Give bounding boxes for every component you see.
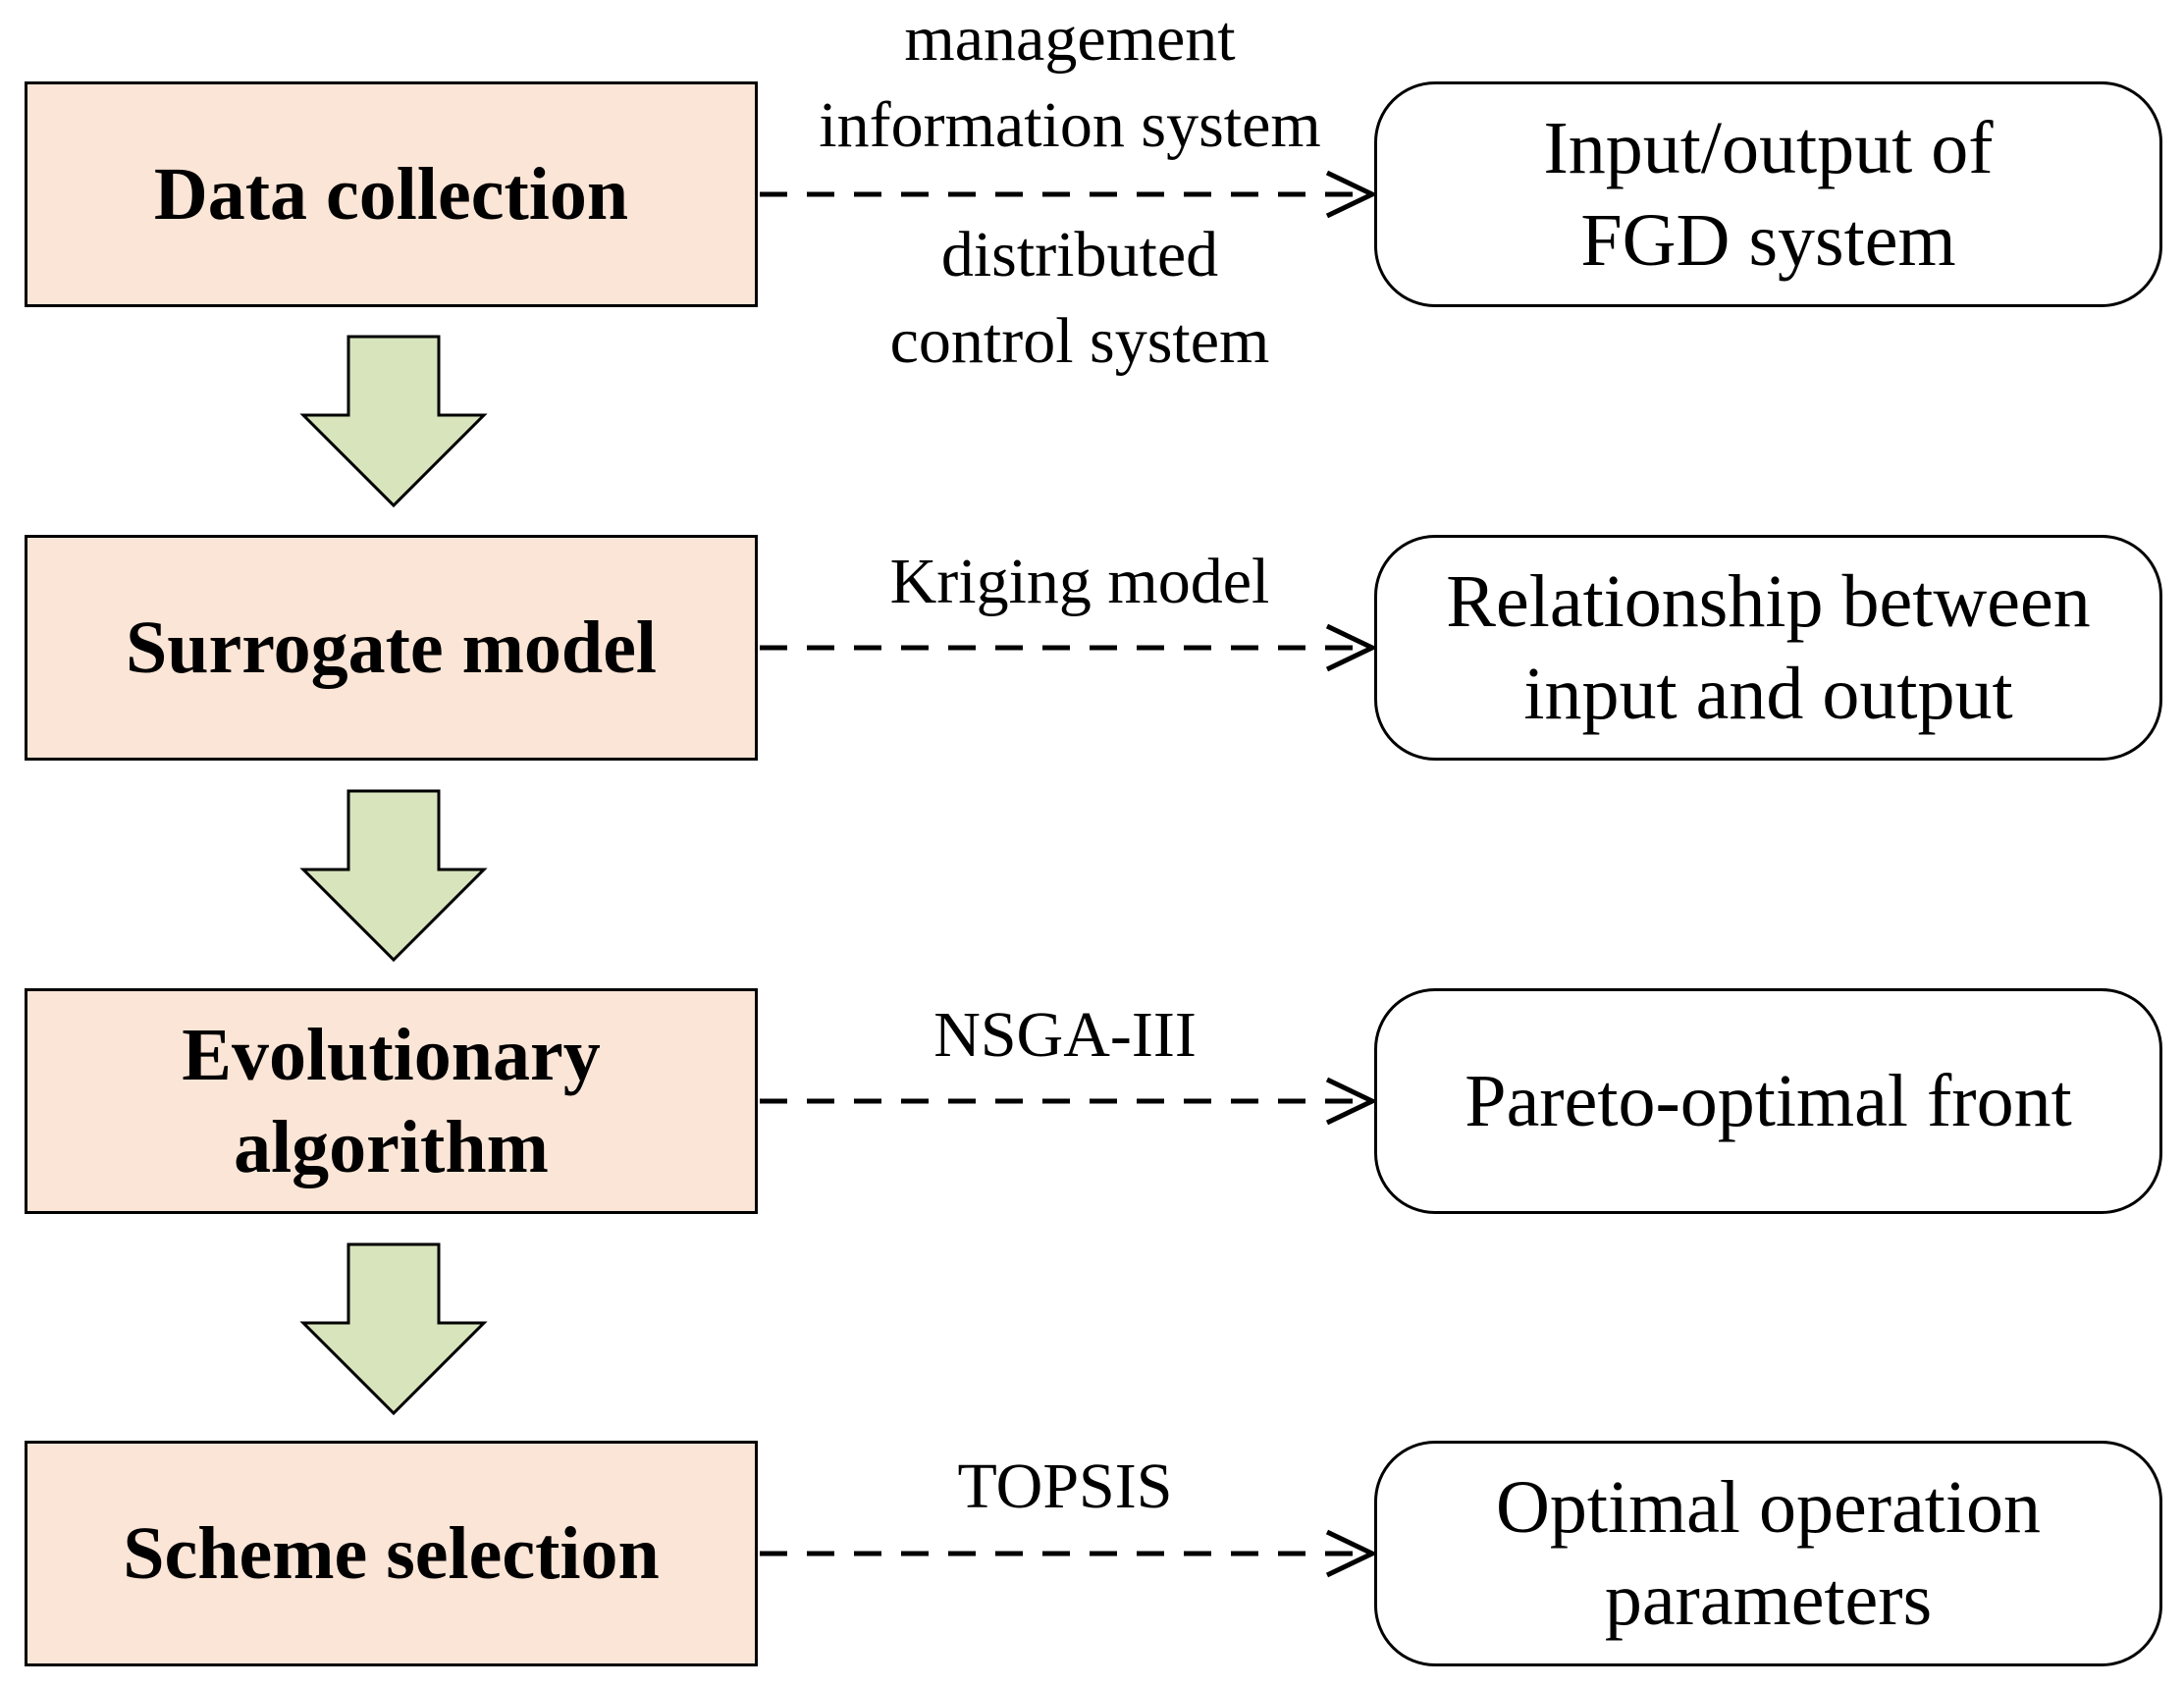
dashed-arrow-4 — [760, 1529, 1378, 1578]
method-label-topsis: TOPSIS — [957, 1451, 1173, 1522]
stage-label: Surrogate model — [125, 607, 658, 689]
method-label-nsga: NSGA-III — [933, 999, 1197, 1071]
method-label-below: distributed control system — [889, 219, 1270, 377]
stage-label: Data collection — [153, 153, 629, 236]
down-arrow-1 — [299, 335, 488, 508]
stage-box-scheme-selection: Scheme selection — [25, 1441, 758, 1666]
down-arrow-3 — [299, 1242, 488, 1416]
stage-label: Evolutionary algorithm — [182, 1014, 601, 1188]
stage-box-data-collection: Data collection — [25, 81, 758, 307]
result-label: Pareto-optimal front — [1465, 1060, 2072, 1142]
result-box-input-output: Input/output of FGD system — [1374, 81, 2162, 307]
dashed-arrow-3 — [760, 1077, 1378, 1126]
result-box-pareto-front: Pareto-optimal front — [1374, 988, 2162, 1214]
dashed-arrow-1 — [760, 170, 1378, 219]
stage-box-surrogate-model: Surrogate model — [25, 535, 758, 761]
down-arrow-2 — [299, 789, 488, 963]
result-label: Optimal operation parameters — [1495, 1466, 2042, 1641]
result-label: Relationship between input and output — [1446, 560, 2091, 735]
method-label-above: management information system — [819, 3, 1321, 161]
stage-box-evolutionary-algorithm: Evolutionary algorithm — [25, 988, 758, 1214]
result-box-relationship: Relationship between input and output — [1374, 535, 2162, 761]
result-label: Input/output of FGD system — [1543, 107, 1994, 282]
dashed-arrow-2 — [760, 623, 1378, 672]
method-label-kriging: Kriging model — [889, 546, 1270, 617]
stage-label: Scheme selection — [123, 1512, 660, 1595]
result-box-optimal-parameters: Optimal operation parameters — [1374, 1441, 2162, 1666]
